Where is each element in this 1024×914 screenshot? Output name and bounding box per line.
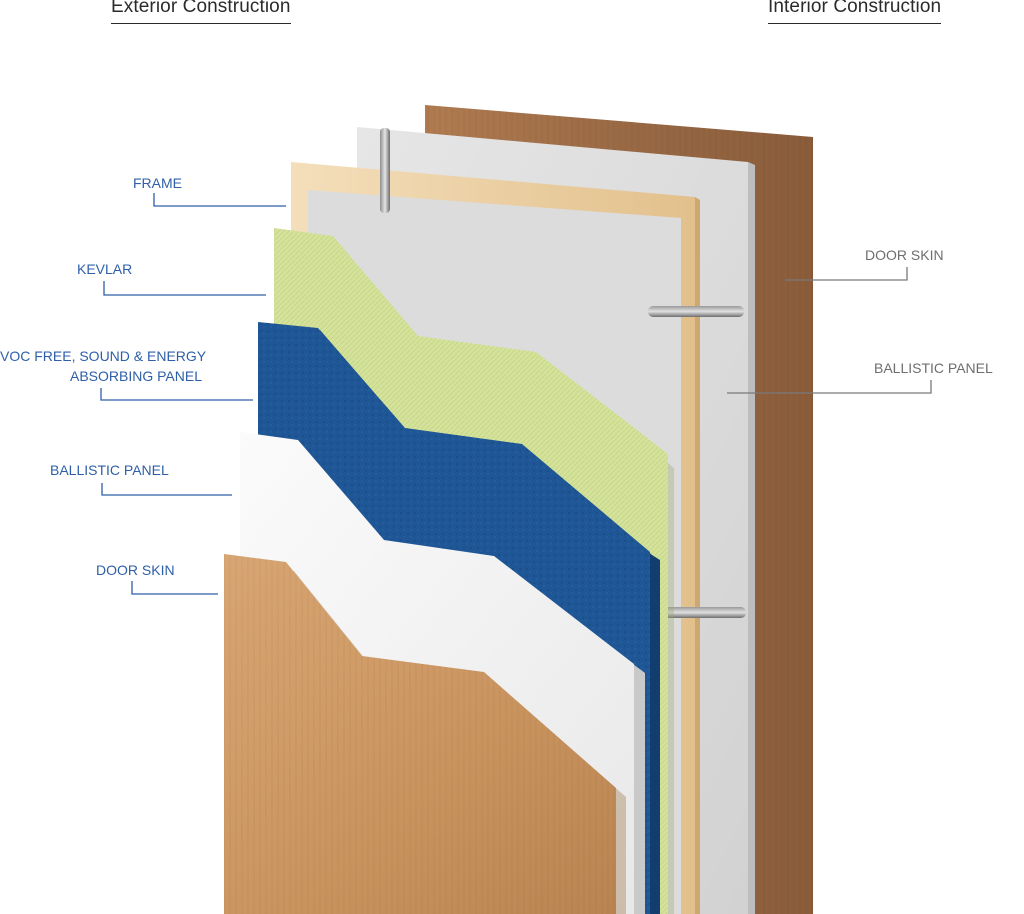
kevlar-leader-line bbox=[103, 281, 266, 296]
exterior-door-skin-grain bbox=[224, 554, 616, 914]
interior-construction-heading: Interior Construction bbox=[768, 0, 942, 24]
kevlar-label: KEVLAR bbox=[77, 261, 133, 277]
exterior-construction-heading: Exterior Construction bbox=[111, 0, 291, 24]
upper-horizontal-rod bbox=[648, 306, 744, 317]
frame-leader-line bbox=[153, 193, 286, 207]
exterior-heading-underline bbox=[111, 23, 291, 24]
interior-heading-underline bbox=[768, 23, 942, 24]
interior-door-skin-leader-line bbox=[785, 267, 908, 281]
sound-panel-label-line2: ABSORBING PANEL bbox=[69, 368, 202, 384]
frame-right-edge bbox=[695, 197, 700, 914]
top-vertical-rod bbox=[380, 128, 390, 213]
interior-door-skin-label: DOOR SKIN bbox=[865, 247, 944, 263]
sound-panel-leader-line bbox=[100, 388, 253, 401]
frame-label: FRAME bbox=[133, 175, 182, 191]
exterior-ballistic-panel-label: BALLISTIC PANEL bbox=[50, 462, 169, 478]
ballistic-panel-leader-line bbox=[101, 483, 232, 496]
interior-heading-text: Interior Construction bbox=[768, 0, 942, 17]
interior-ballistic-panel-edge bbox=[748, 162, 755, 914]
door-skin-leader-line bbox=[131, 581, 218, 595]
interior-ballistic-panel-leader-line bbox=[727, 380, 932, 394]
lower-horizontal-rod bbox=[658, 607, 746, 618]
sound-panel-label-line1: VOC FREE, SOUND & ENERGY bbox=[0, 348, 207, 364]
interior-ballistic-panel-label: BALLISTIC PANEL bbox=[874, 360, 993, 376]
exterior-door-skin-label: DOOR SKIN bbox=[96, 562, 175, 578]
exterior-heading-text: Exterior Construction bbox=[111, 0, 291, 17]
sound-panel-label: VOC FREE, SOUND & ENERGY ABSORBING PANEL bbox=[0, 346, 207, 386]
